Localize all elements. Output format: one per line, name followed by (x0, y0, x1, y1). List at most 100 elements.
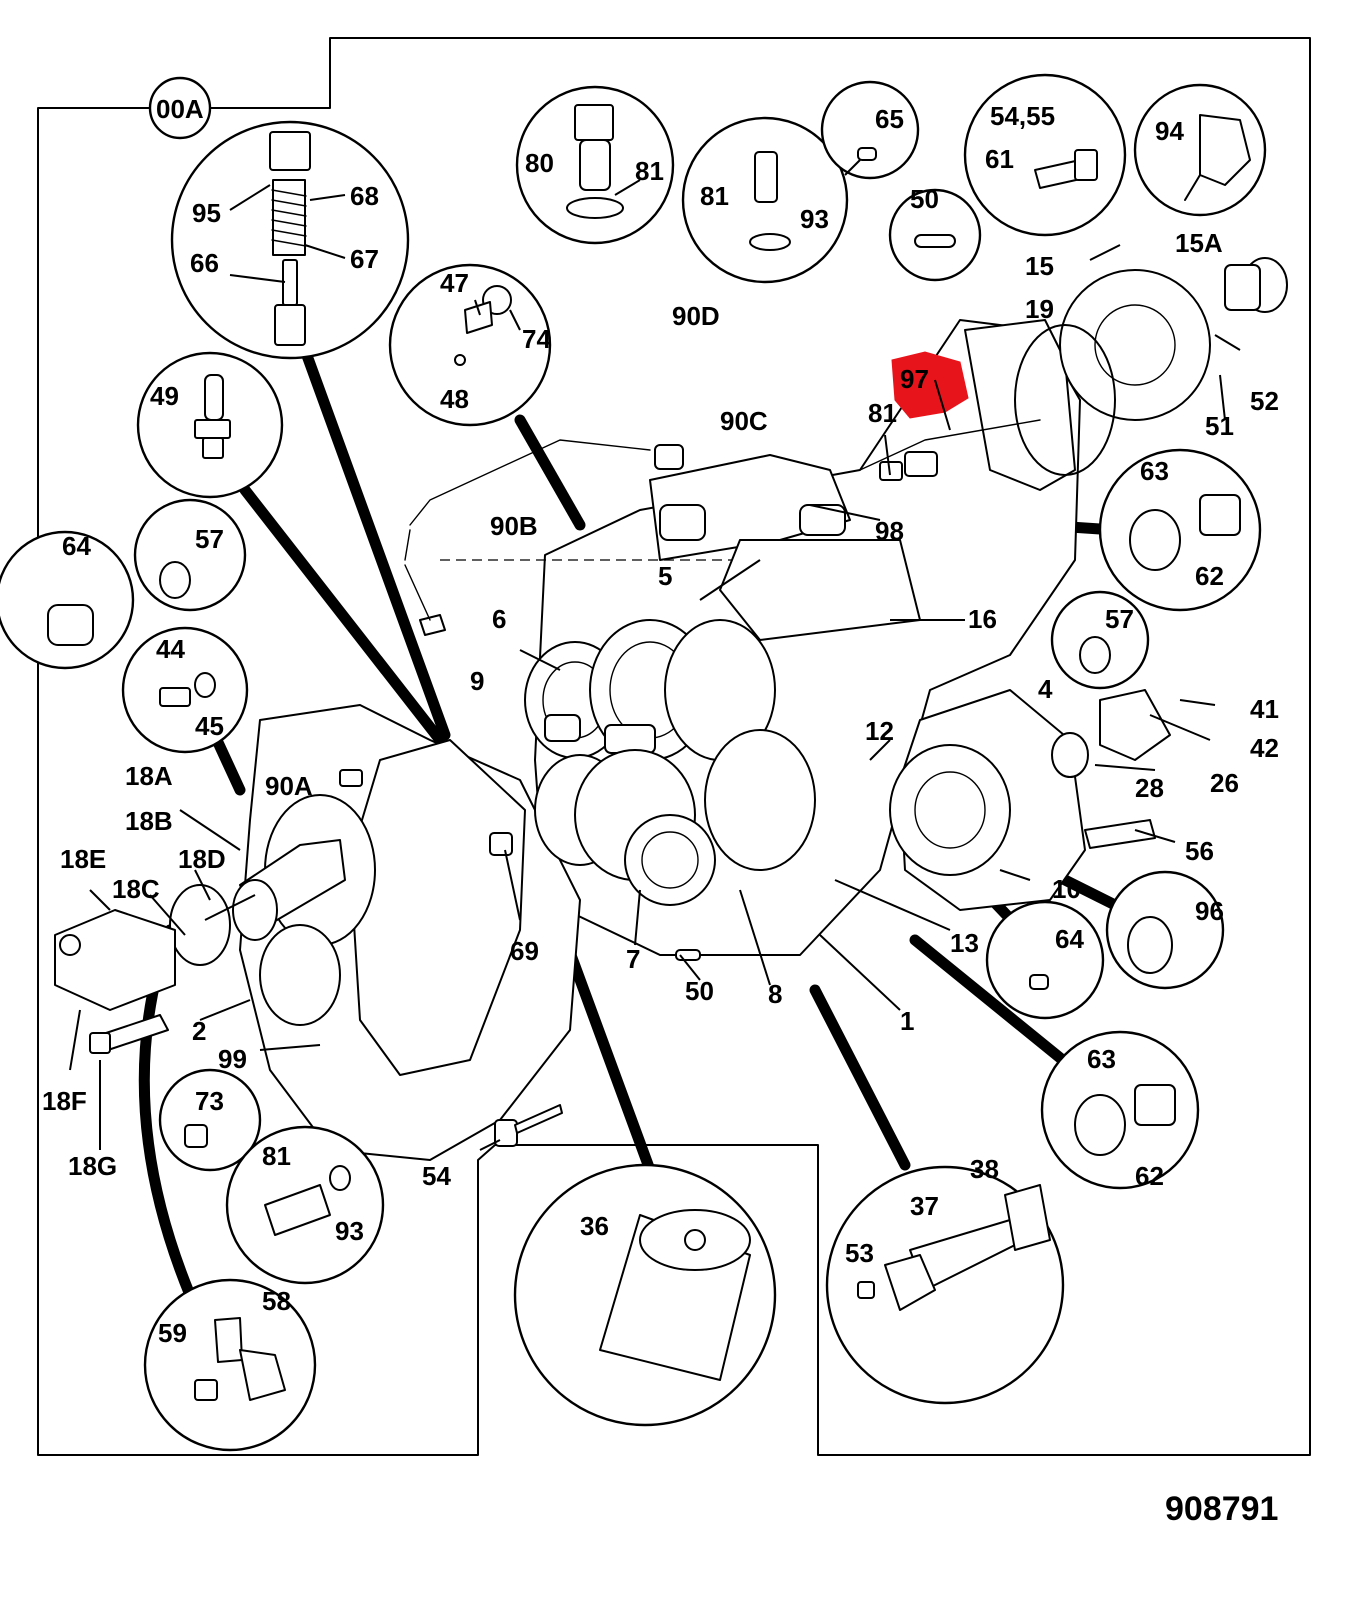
label-10: 10 (1052, 874, 1081, 904)
label-61: 61 (985, 144, 1014, 174)
label-69: 69 (510, 936, 539, 966)
label-94: 94 (1155, 116, 1184, 146)
label-18E: 18E (60, 844, 106, 874)
label-37: 37 (910, 1191, 939, 1221)
label-47: 47 (440, 268, 469, 298)
label-4: 4 (1038, 674, 1053, 704)
callout-81-93 (681, 116, 849, 284)
callout-37-38-53 (825, 1165, 1065, 1405)
label-50-top: 50 (910, 184, 939, 214)
label-12: 12 (865, 716, 894, 746)
label-38: 38 (970, 1154, 999, 1184)
label-7: 7 (626, 944, 640, 974)
label-56: 56 (1185, 836, 1214, 866)
label-73: 73 (195, 1086, 224, 1116)
diagram-border (37, 37, 1311, 1456)
label-18F: 18F (42, 1086, 87, 1116)
highlighted-part-97[interactable] (891, 351, 969, 419)
callout-47-74-48 (388, 263, 552, 427)
label-19: 19 (1025, 294, 1054, 324)
label-65: 65 (875, 104, 904, 134)
thin-leaders (69, 159, 1241, 1151)
label-90B: 90B (490, 511, 538, 541)
label-81-mid: 81 (700, 181, 729, 211)
label-9: 9 (470, 666, 484, 696)
callout-96 (1105, 870, 1225, 990)
label-16: 16 (968, 604, 997, 634)
label-81-right: 81 (868, 398, 897, 428)
callout-54-55-61 (963, 73, 1127, 237)
callout-81-93-bottom (225, 1125, 385, 1285)
misc-small-parts (339, 439, 701, 1147)
callout-63-62-right-top (1098, 448, 1262, 612)
label-15: 15 (1025, 251, 1054, 281)
label-96: 96 (1195, 896, 1224, 926)
label-80: 80 (525, 148, 554, 178)
label-99: 99 (218, 1044, 247, 1074)
label-98: 98 (875, 516, 904, 546)
label-63-top: 63 (1140, 456, 1169, 486)
label-95: 95 (192, 198, 221, 228)
label-48: 48 (440, 384, 469, 414)
label-67: 67 (350, 244, 379, 274)
label-68: 68 (350, 181, 379, 211)
label-15A: 15A (1175, 228, 1223, 258)
label-6: 6 (492, 604, 506, 634)
label-93-top: 93 (800, 204, 829, 234)
label-58: 58 (262, 1286, 291, 1316)
label-5: 5 (658, 561, 672, 591)
valve-block (649, 444, 938, 641)
label-18B: 18B (125, 806, 173, 836)
label-90C: 90C (720, 406, 768, 436)
label-81-top: 81 (635, 156, 664, 186)
callout-73 (158, 1068, 262, 1172)
label-54: 54 (422, 1161, 451, 1191)
label-50-bottom: 50 (685, 976, 714, 1006)
part-labels: 00A 95 68 67 66 47 74 48 80 81 81 93 90D… (42, 94, 1279, 1348)
label-41: 41 (1250, 694, 1279, 724)
label-2: 2 (192, 1016, 206, 1046)
label-13: 13 (950, 928, 979, 958)
callout-57-left (133, 498, 247, 612)
label-64-left: 64 (62, 531, 91, 561)
gear-clusters (524, 619, 1011, 906)
callout-65 (820, 80, 920, 180)
label-93-bottom: 93 (335, 1216, 364, 1246)
label-62-bottom: 62 (1135, 1161, 1164, 1191)
label-26: 26 (1210, 768, 1239, 798)
label-8: 8 (768, 979, 782, 1009)
label-49: 49 (150, 381, 179, 411)
callout-relief-valve (170, 120, 410, 360)
label-51: 51 (1205, 411, 1234, 441)
label-59: 59 (158, 1318, 187, 1348)
label-18G: 18G (68, 1151, 117, 1181)
label-97: 97 (900, 364, 929, 394)
label-66: 66 (190, 248, 219, 278)
callout-94 (1133, 83, 1267, 217)
input-shaft-group (54, 839, 346, 1054)
label-00A: 00A (156, 94, 204, 124)
drawing-number: 908791 (1165, 1490, 1279, 1528)
callout-63-62-right-bottom (1040, 1030, 1200, 1190)
label-81-bottom: 81 (262, 1141, 291, 1171)
callout-57-right (1050, 590, 1150, 690)
label-62-top: 62 (1195, 561, 1224, 591)
label-53: 53 (845, 1238, 874, 1268)
label-74: 74 (522, 324, 551, 354)
label-42: 42 (1250, 733, 1279, 763)
callout-64-right (985, 900, 1105, 1020)
callout-00A (148, 76, 212, 140)
label-57-left: 57 (195, 524, 224, 554)
label-1: 1 (900, 1006, 914, 1036)
label-90A: 90A (265, 771, 313, 801)
label-18D: 18D (178, 844, 226, 874)
callout-filter-36 (513, 1163, 777, 1427)
label-44: 44 (156, 634, 185, 664)
callout-58-59 (143, 1278, 317, 1452)
label-52: 52 (1250, 386, 1279, 416)
callout-50-top (888, 188, 982, 282)
label-63-bottom: 63 (1087, 1044, 1116, 1074)
label-28: 28 (1135, 773, 1164, 803)
label-45: 45 (195, 711, 224, 741)
